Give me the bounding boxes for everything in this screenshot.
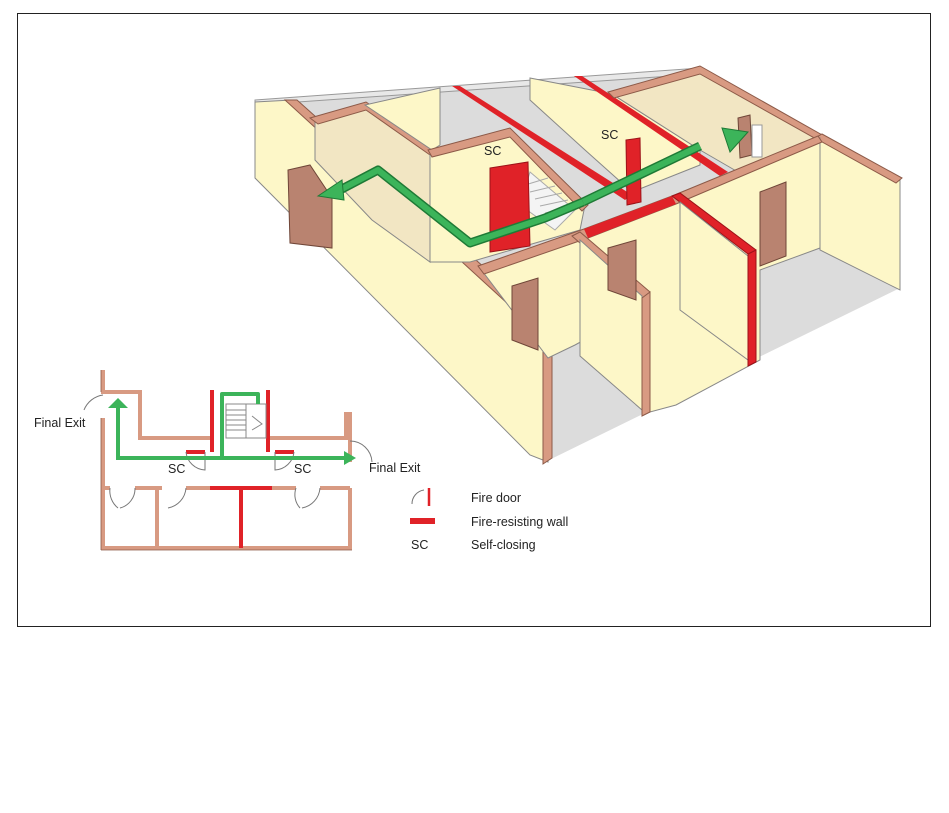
plan-arrow-left [108,398,128,408]
plan-fire-walls [186,390,294,548]
plan-escape-route [108,392,356,465]
plan-doors [83,394,373,509]
legend-sc-abbrev: SC [411,538,428,552]
legend-fire-door-label: Fire door [471,491,521,505]
legend: Fire door Fire-resisting wall SC Self-cl… [410,488,568,552]
iso-room-door-2 [607,239,637,301]
iso-arrow-right [721,127,749,153]
plan-final-exit-right: Final Exit [369,461,421,475]
plan-arrow-right [344,451,356,465]
plan-walls [101,370,352,550]
iso-arrow-left [316,179,345,201]
isometric-building-view: SC SC [254,65,903,465]
plan-sc-right: SC [294,462,311,476]
iso-sc-label-left: SC [484,144,501,158]
floor-plan: Final Exit Final Exit SC SC [34,370,421,551]
iso-stair-core-top [427,127,589,212]
legend-fire-wall-label: Fire-resisting wall [471,515,568,529]
iso-room-door-1 [511,277,539,351]
plan-stairs [225,403,267,439]
plan-sc-left: SC [168,462,185,476]
iso-right-back-door-opening [751,124,763,158]
iso-escape-route [316,127,749,248]
iso-far-right-wall-top [813,133,903,184]
legend-fire-door-icon [411,488,431,506]
iso-corridor-fire-wall-top [452,86,632,200]
iso-front-post-2 [747,249,757,367]
iso-front-fire-wall-top [584,196,676,238]
iso-sc-label-right: SC [601,128,618,142]
iso-room-door-3 [759,181,787,267]
legend-fire-wall-icon [410,518,435,524]
iso-front-post-1 [641,291,651,417]
iso-back-room-wall-2 [363,87,441,151]
legend-self-closing-label: Self-closing [471,538,536,552]
plan-final-exit-left: Final Exit [34,416,86,430]
iso-left-door [287,164,333,249]
